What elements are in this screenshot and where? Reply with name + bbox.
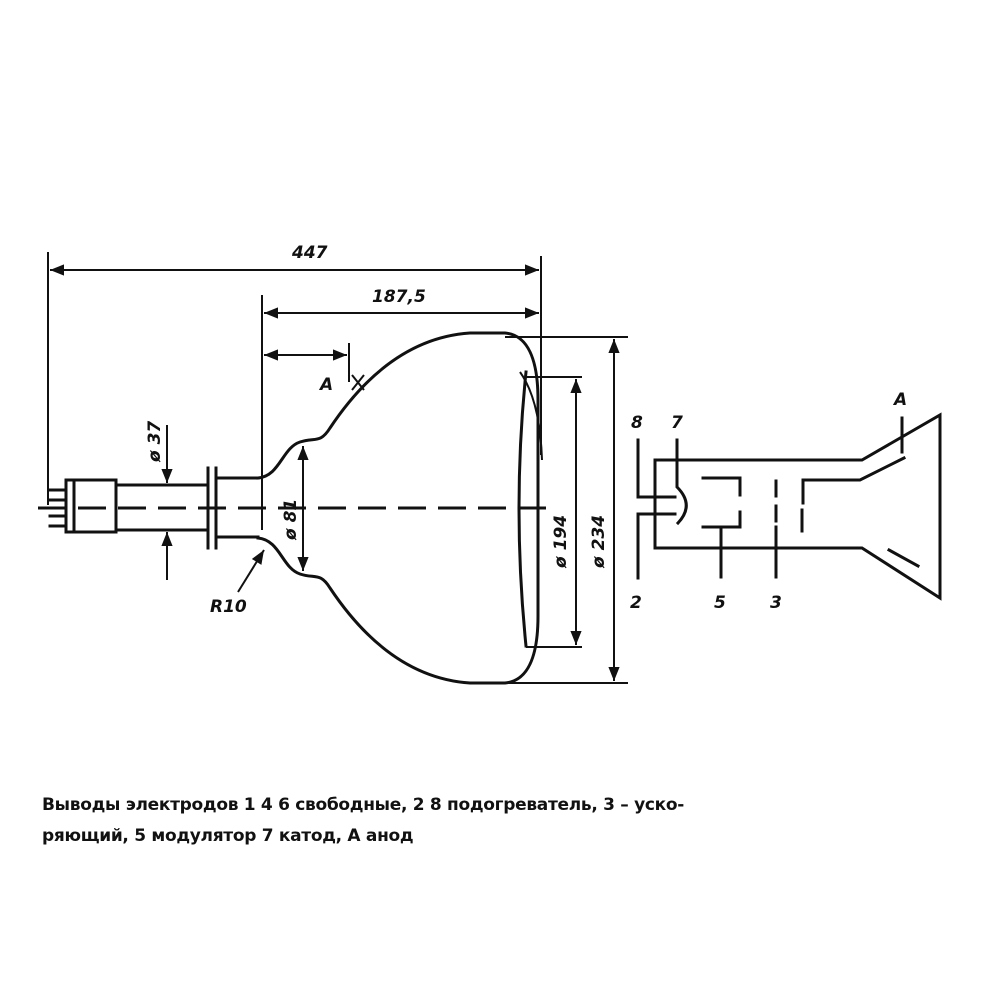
dim-d194-label: ø 194 xyxy=(551,515,571,569)
dimension-d194: ø 194 xyxy=(526,376,582,648)
pin-8-label: 8 xyxy=(631,413,643,433)
dimension-r10: R10 xyxy=(210,549,265,617)
pin-a-label: A xyxy=(892,390,907,410)
dim-d37-label: ø 37 xyxy=(145,421,165,463)
pin-2-label: 2 xyxy=(630,593,642,613)
dim-447-label: 447 xyxy=(291,243,328,263)
caption-line-2: ряющий, 5 модулятор 7 катод, А анод xyxy=(42,826,414,846)
dim-d81-label: ø 81 xyxy=(281,499,301,541)
pin-5-label: 5 xyxy=(714,593,726,613)
dim-d234-label: ø 234 xyxy=(589,515,609,569)
dimension-a: A xyxy=(264,343,365,395)
tube-schematic: 8 7 2 5 3 A xyxy=(630,390,942,613)
dimension-d37: ø 37 xyxy=(145,421,173,580)
dimension-447: 447 xyxy=(47,243,542,505)
caption: Выводы электродов 1 4 6 свободные, 2 8 п… xyxy=(42,790,972,852)
caption-line-1: Выводы электродов 1 4 6 свободные, 2 8 п… xyxy=(42,795,685,815)
pin-3-label: 3 xyxy=(770,593,782,613)
dimension-d81: ø 81 xyxy=(281,446,309,571)
dim-a-label: A xyxy=(318,375,333,395)
dim-187-5-label: 187,5 xyxy=(372,287,426,307)
dim-r10-label: R10 xyxy=(210,597,247,617)
dimension-187-5: 187,5 xyxy=(261,287,539,530)
pin-7-label: 7 xyxy=(671,413,683,433)
dimension-d234: ø 234 xyxy=(480,336,628,684)
